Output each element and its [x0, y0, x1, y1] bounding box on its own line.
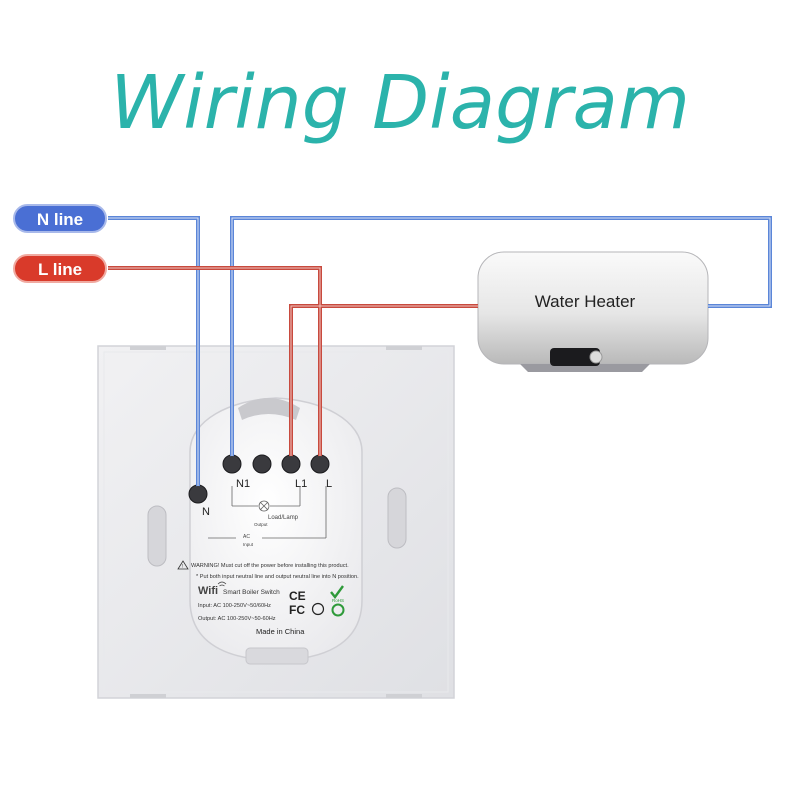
- internal-schematic: [208, 486, 327, 539]
- recycle-icon: [331, 603, 345, 617]
- warning-text: WARNING! Must cut off the power before i…: [191, 563, 349, 569]
- switch-panel: N1 L1 L N Load/Lamp Output AC Input ! WA…: [97, 345, 455, 699]
- load-lamp-label: Load/Lamp: [268, 515, 299, 521]
- svg-text:L line: L line: [38, 260, 82, 279]
- warning-icon: !: [177, 560, 189, 570]
- product-name: Smart Boiler Switch: [223, 589, 280, 596]
- ten-year-icon: [311, 602, 325, 616]
- input-spec: Input: AC 100-250V~50/60Hz: [198, 603, 271, 609]
- terminal-label-l: L: [326, 478, 332, 490]
- terminal-blank: [252, 454, 272, 474]
- page-title: Wiring Diagram: [110, 60, 690, 146]
- wifi-icon: [217, 581, 227, 587]
- n-line-badge: N line: [13, 204, 107, 233]
- water-heater: Water Heater: [477, 251, 709, 372]
- terminal-label-n: N: [202, 506, 210, 518]
- made-in-china: Made in China: [256, 627, 305, 636]
- output-label: Output: [254, 522, 268, 527]
- heater-display: [550, 348, 600, 366]
- terminal-label-n1: N1: [236, 478, 250, 490]
- install-note: * Put both input neutral line and output…: [196, 574, 359, 580]
- rohs-label: RoHS: [332, 598, 344, 603]
- terminal-label-l1: L1: [295, 478, 307, 490]
- l-line-badge: L line: [13, 254, 107, 283]
- wifi-logo: Wifi: [198, 585, 218, 597]
- output-spec: Output: AC 100-250V~50-60Hz: [198, 616, 276, 622]
- heater-label: Water Heater: [535, 292, 636, 311]
- ce-mark: CE: [289, 589, 306, 603]
- heater-knob: [589, 350, 603, 364]
- input-label: Input: [243, 542, 254, 547]
- ac-label: AC: [243, 534, 250, 540]
- svg-text:N line: N line: [37, 210, 83, 229]
- rohs-check-icon: [330, 585, 344, 599]
- svg-text:!: !: [182, 564, 183, 570]
- fc-mark: FC: [289, 603, 305, 617]
